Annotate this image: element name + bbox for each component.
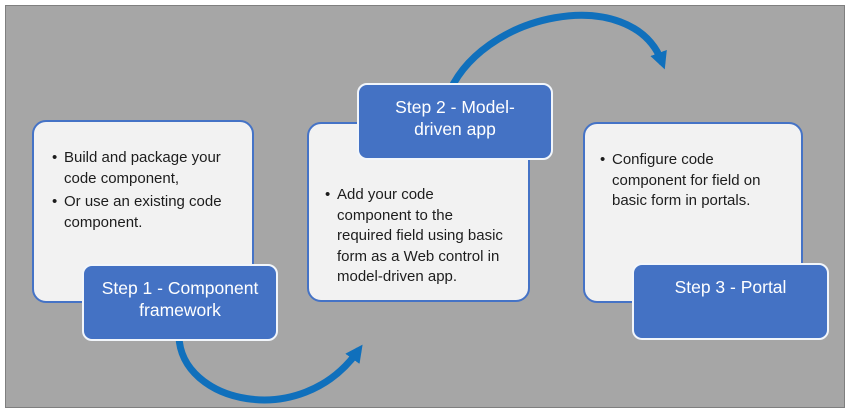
step1-label-box: Step 1 - Component framework: [82, 264, 278, 341]
bullet-item: Build and package your code component,: [52, 148, 224, 189]
bullet-item: Or use an existing code component.: [52, 192, 224, 233]
bullet-item: Add your code component to the required …: [325, 185, 509, 288]
bullet-item: Configure code component for field on ba…: [600, 150, 776, 212]
step3-label: Step 3 - Portal: [674, 277, 787, 297]
step1-label: Step 1 - Component framework: [101, 278, 259, 320]
step1-bullet-list: Build and package your code component, O…: [52, 148, 224, 233]
step2-bullet-list: Add your code component to the required …: [325, 185, 509, 288]
step2-label: Step 2 - Model-driven app: [395, 97, 515, 139]
step2-label-box: Step 2 - Model-driven app: [357, 83, 553, 160]
step3-label-box: Step 3 - Portal: [632, 263, 829, 340]
step3-bullet-list: Configure code component for field on ba…: [600, 150, 776, 212]
